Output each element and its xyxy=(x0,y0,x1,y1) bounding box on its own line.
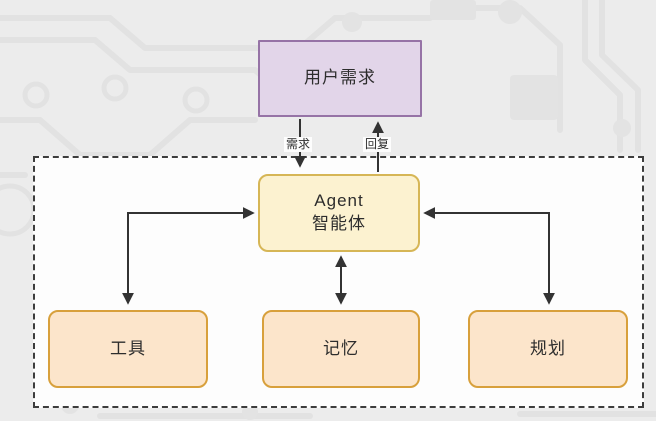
node-agent: Agent 智能体 xyxy=(258,174,420,252)
node-agent-label-line2: 智能体 xyxy=(312,214,366,233)
edge-label-request: 需求 xyxy=(283,137,313,152)
node-tools: 工具 xyxy=(48,310,208,388)
node-planning-label: 规划 xyxy=(530,338,566,358)
node-agent-label-line1: Agent xyxy=(314,191,364,211)
node-memory-label: 记忆 xyxy=(323,338,359,358)
node-tools-label: 工具 xyxy=(110,338,146,358)
node-user-need: 用户需求 xyxy=(258,40,422,117)
node-planning: 规划 xyxy=(468,310,628,388)
node-memory: 记忆 xyxy=(262,310,420,388)
node-user-need-label: 用户需求 xyxy=(304,68,376,88)
edge-label-reply: 回复 xyxy=(362,137,392,152)
